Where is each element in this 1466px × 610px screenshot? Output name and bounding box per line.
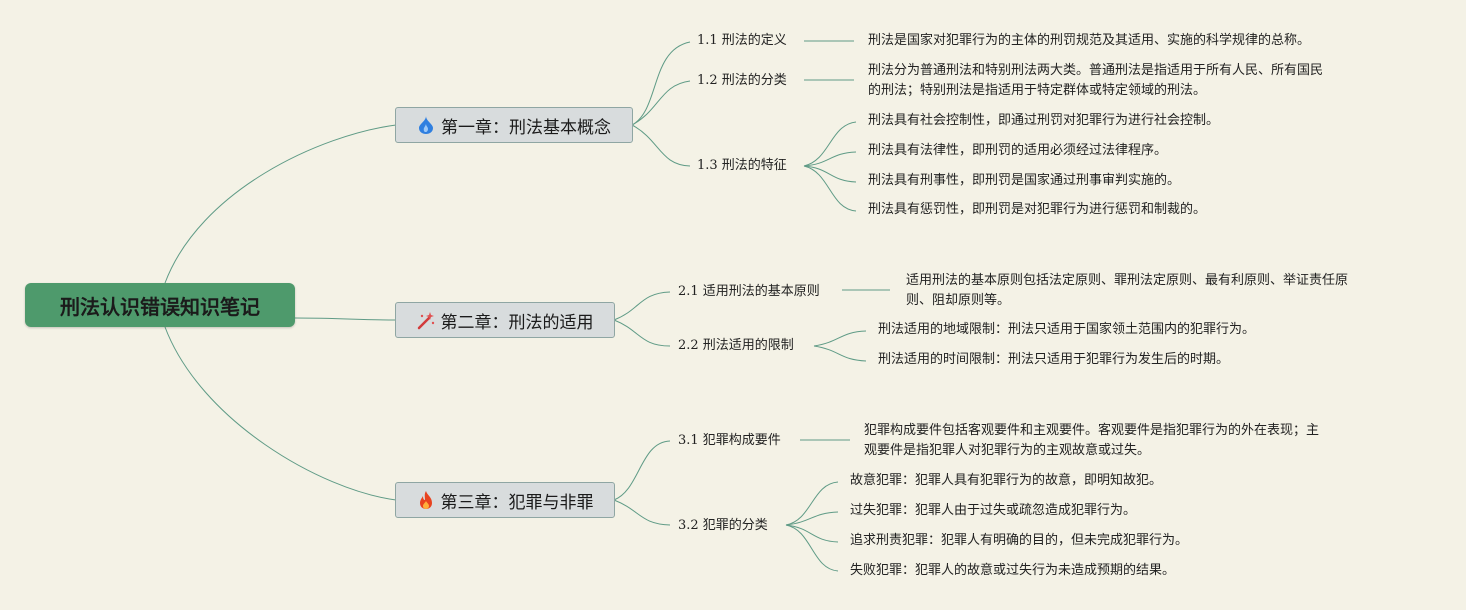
connector-s22-d1	[813, 330, 867, 347]
chapter-1-node[interactable]: 第一章：刑法基本概念	[395, 107, 633, 143]
connector-ch1-s11	[631, 41, 691, 126]
connector-s13-d1	[803, 121, 857, 167]
section-2-1[interactable]: 2.1 适用刑法的基本原则	[678, 284, 820, 299]
connector-ch2-s22	[613, 319, 671, 347]
detail-1-3-2: 刑法具有法律性，即刑罚的适用必须经过法律程序。	[868, 143, 1168, 158]
chapter-2-node[interactable]: 第二章：刑法的适用	[395, 302, 615, 338]
connector-s13-d2	[803, 151, 857, 167]
section-1-2[interactable]: 1.2 刑法的分类	[697, 73, 787, 88]
connector-root-ch3	[164, 326, 397, 501]
connector-ch2-s21	[613, 291, 671, 321]
connector-root-ch2	[294, 317, 397, 321]
connector-ch1-s13	[631, 124, 691, 167]
connector-s32-d1	[785, 481, 839, 526]
chapter-2-title: 第二章：刑法的适用	[440, 312, 594, 333]
chapter-1-title: 第一章：刑法基本概念	[441, 117, 611, 138]
connector-s32-d4	[785, 524, 839, 572]
detail-2-2-2: 刑法适用的时间限制：刑法只适用于犯罪行为发生后的时期。	[878, 352, 1230, 367]
connector-s32-d2	[785, 511, 839, 526]
section-3-2[interactable]: 3.2 犯罪的分类	[678, 518, 768, 533]
magic-wand-icon	[417, 310, 435, 330]
detail-1-3-4: 刑法具有惩罚性，即刑罚是对犯罪行为进行惩罚和制裁的。	[868, 202, 1207, 217]
detail-1-1-1: 刑法是国家对犯罪行为的主体的刑罚规范及其适用、实施的科学规律的总称。	[868, 33, 1311, 48]
chapter-3-node[interactable]: 第三章：犯罪与非罪	[395, 482, 615, 518]
detail-3-2-2: 过失犯罪：犯罪人由于过失或疏忽造成犯罪行为。	[850, 503, 1137, 518]
detail-3-1-1: 犯罪构成要件包括客观要件和主观要件。客观要件是指犯罪行为的外在表现；主	[864, 423, 1320, 438]
connector-ch3-s31	[613, 440, 671, 501]
detail-2-1-2: 则、阻却原则等。	[906, 293, 1011, 308]
detail-2-1-1: 适用刑法的基本原则包括法定原则、罪刑法定原则、最有利原则、举证责任原	[906, 273, 1349, 288]
detail-2-2-1: 刑法适用的地域限制：刑法只适用于国家领土范围内的犯罪行为。	[878, 322, 1256, 337]
section-1-1[interactable]: 1.1 刑法的定义	[697, 33, 787, 48]
connector-s22-d2	[813, 345, 867, 362]
water-drop-icon	[417, 115, 435, 135]
root-node[interactable]: 刑法认识错误知识笔记	[25, 283, 295, 327]
detail-3-2-1: 故意犯罪：犯罪人具有犯罪行为的故意，即明知故犯。	[850, 473, 1163, 488]
connector-s32-d3	[785, 524, 839, 543]
detail-3-2-4: 失败犯罪：犯罪人的故意或过失行为未造成预期的结果。	[850, 563, 1176, 578]
connector-ch1-s12	[631, 80, 691, 126]
detail-1-3-1: 刑法具有社会控制性，即通过刑罚对犯罪行为进行社会控制。	[868, 113, 1220, 128]
chapter-3-title: 第三章：犯罪与非罪	[440, 492, 594, 513]
connector-root-ch1	[164, 124, 397, 284]
root-title: 刑法认识错误知识笔记	[60, 294, 260, 319]
detail-3-2-3: 追求刑责犯罪：犯罪人有明确的目的，但未完成犯罪行为。	[850, 533, 1189, 548]
detail-1-2-1: 刑法分为普通刑法和特别刑法两大类。普通刑法是指适用于所有人民、所有国民	[868, 63, 1324, 78]
section-1-3[interactable]: 1.3 刑法的特征	[697, 158, 787, 173]
fire-icon	[417, 490, 435, 510]
connector-s13-d4	[803, 165, 857, 212]
connector-ch3-s32	[613, 499, 671, 526]
detail-1-3-3: 刑法具有刑事性，即刑罚是国家通过刑事审判实施的。	[868, 173, 1181, 188]
section-2-2[interactable]: 2.2 刑法适用的限制	[678, 338, 794, 353]
detail-3-1-2: 观要件是指犯罪人对犯罪行为的主观故意或过失。	[864, 443, 1151, 458]
detail-1-2-2: 的刑法；特别刑法是指适用于特定群体或特定领域的刑法。	[868, 83, 1207, 98]
connector-s13-d3	[803, 165, 857, 183]
section-3-1[interactable]: 3.1 犯罪构成要件	[678, 433, 781, 448]
